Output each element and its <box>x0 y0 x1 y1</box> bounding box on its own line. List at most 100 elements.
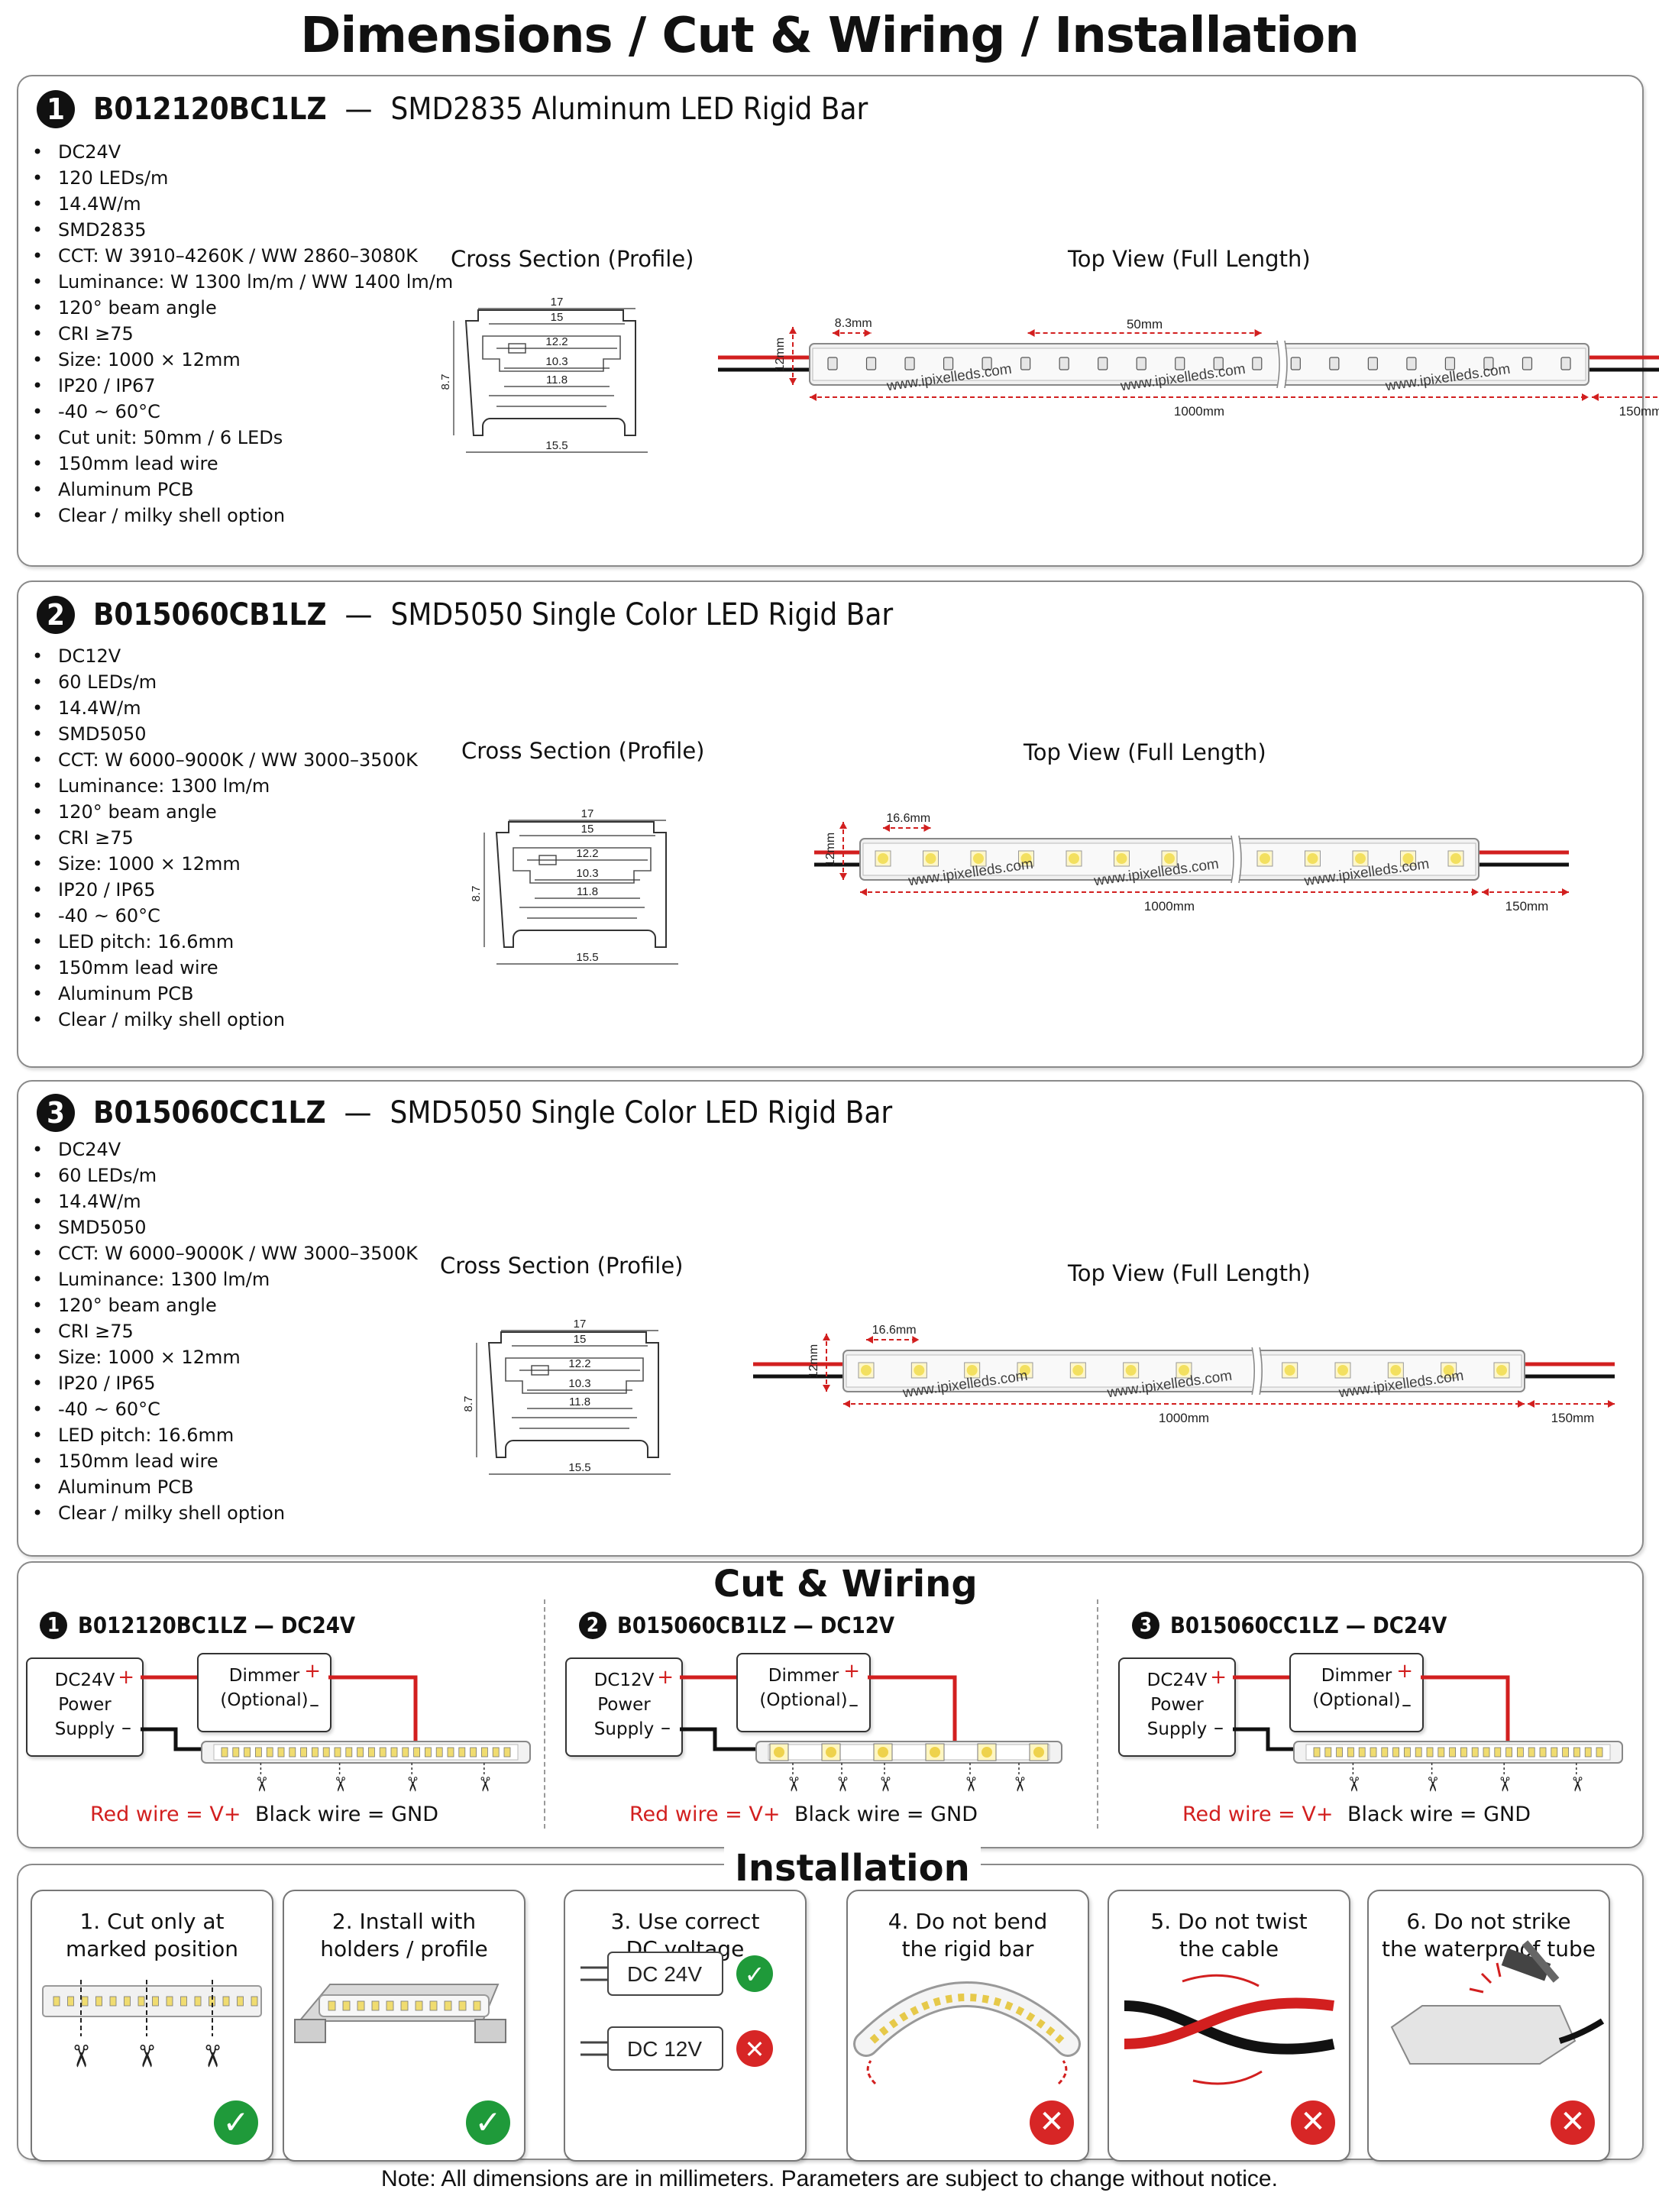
scissors-icon: ✂ <box>400 1776 423 1793</box>
led-emitter <box>1260 853 1270 864</box>
voltage-box <box>607 2026 723 2071</box>
led-chip <box>334 1747 341 1758</box>
led-chip <box>1505 1747 1513 1758</box>
dim-label: 17 <box>581 807 594 820</box>
lead-dimension-arrowhead <box>1608 1400 1615 1408</box>
led-chip <box>109 1996 117 2007</box>
led-chip <box>386 2000 394 2011</box>
spec-item: 120° beam angle <box>23 1292 418 1318</box>
led-chip <box>1460 1747 1467 1758</box>
bent-bar-inner <box>855 1984 1079 2055</box>
led-chip <box>1324 1747 1332 1758</box>
led-chip <box>194 1996 202 2007</box>
spec-item: 150mm lead wire <box>23 451 453 477</box>
spec-item: DC24V <box>23 139 453 165</box>
spec-item: IP20 / IP65 <box>23 877 418 903</box>
minus-terminal: – <box>661 1716 671 1739</box>
dimmer-optional: (Optional) <box>1312 1690 1401 1710</box>
wiring-diagram: ✂✂✂✂✂ <box>680 1675 1062 1793</box>
plus-terminal: + <box>118 1666 134 1689</box>
height-dimension-arrowhead <box>789 378 797 385</box>
led-chip <box>1573 1747 1580 1758</box>
lead-cable <box>1558 2018 1605 2044</box>
led-chip <box>1437 1747 1445 1758</box>
led-emitter <box>1116 853 1127 864</box>
spec-item: Clear / milky shell option <box>23 1007 418 1033</box>
black-wire <box>680 1727 756 1751</box>
pitch-label: 8.3mm <box>835 317 872 330</box>
cross-mark: ✕ <box>745 2035 765 2064</box>
profile-pcb <box>489 395 614 407</box>
spec-item: -40 ~ 60°C <box>23 1396 418 1422</box>
spec-item: CCT: W 6000–9000K / WW 3000–3500K <box>23 1240 418 1266</box>
led-chip <box>1584 1747 1592 1758</box>
spec-item: 60 LEDs/m <box>23 1163 418 1188</box>
black-wire-caption: Black wire = GND <box>794 1803 978 1826</box>
dim-label: 12.2 <box>545 335 568 348</box>
dimmer-optional: (Optional) <box>759 1690 848 1710</box>
led-chip <box>1415 1747 1422 1758</box>
height-dimension-arrowhead <box>823 1385 830 1392</box>
led-chip <box>289 1747 296 1758</box>
dimmer-label: Dimmer <box>768 1666 839 1686</box>
wiring-header-text: B015060CC1LZ — DC24V <box>1170 1612 1447 1638</box>
led-emitter <box>973 853 984 864</box>
dim-label: 12.2 <box>576 847 598 860</box>
height-dimension-arrowhead <box>823 1334 830 1340</box>
install-illustration <box>853 1981 1081 2085</box>
pitch-label: 16.6mm <box>872 1324 917 1337</box>
ps-voltage: DC24V <box>1146 1670 1208 1690</box>
dim-label-height: 8.7 <box>439 374 452 390</box>
led-emitter <box>1355 853 1366 864</box>
spec-list: DC12V60 LEDs/m14.4W/mSMD5050CCT: W 6000–… <box>23 643 418 1033</box>
install-step-2: 2. Install with holders / profile✓ <box>283 1890 526 2162</box>
led-chip <box>1494 1747 1502 1758</box>
spec-item: 14.4W/m <box>23 191 453 217</box>
led-chip <box>81 1996 89 2007</box>
dim-label-height: 8.7 <box>470 886 483 902</box>
plus-terminal: + <box>1210 1666 1227 1689</box>
rigid-bar-pcb <box>768 1744 1050 1761</box>
plus-terminal: + <box>304 1660 321 1683</box>
scissors-icon: ✂ <box>1421 1776 1444 1793</box>
plus-terminal: + <box>843 1660 860 1683</box>
red-wire <box>328 1675 418 1748</box>
minus-terminal: – <box>121 1716 131 1739</box>
length-dimension-arrowhead <box>843 1400 850 1408</box>
install-illustration <box>294 1984 506 2043</box>
led-chip <box>492 1747 500 1758</box>
led-emitter <box>861 1365 872 1376</box>
rigid-bar <box>42 1985 262 2017</box>
led-chip <box>222 1996 230 2007</box>
black-cable <box>1124 2000 1335 2055</box>
lead-label: 150mm <box>1505 899 1549 914</box>
spec-item: 150mm lead wire <box>23 1448 418 1474</box>
product-dash: — <box>344 597 373 632</box>
product-description: SMD5050 Single Color LED Rigid Bar <box>390 1095 893 1130</box>
led-chip <box>244 1747 251 1758</box>
length-label: 1000mm <box>1174 404 1224 419</box>
led-chip <box>342 2000 351 2011</box>
spec-item: DC24V <box>23 1137 418 1163</box>
wiring-header-text: B012120BC1LZ — DC24V <box>78 1612 356 1638</box>
install-illustration <box>1390 1940 1605 2065</box>
led-chip <box>1426 1747 1434 1758</box>
spec-item: SMD5050 <box>23 1214 418 1240</box>
led-chip <box>53 1996 60 2007</box>
height-dimension-arrowhead <box>789 327 797 334</box>
spec-item: CRI ≥75 <box>23 1318 418 1344</box>
product-code: B012120BC1LZ <box>93 92 327 127</box>
cross-section-label: Cross Section (Profile) <box>451 246 694 272</box>
bar-break-mark <box>1251 1347 1263 1395</box>
led-chip <box>447 1747 454 1758</box>
led-chip <box>435 1747 443 1758</box>
product-description: SMD2835 Aluminum LED Rigid Bar <box>390 92 868 127</box>
led-chip <box>277 1747 285 1758</box>
led-chip <box>415 2000 423 2011</box>
install-step-label: 3. Use correct DC voltage <box>610 1909 760 1961</box>
led-chip <box>371 2000 380 2011</box>
